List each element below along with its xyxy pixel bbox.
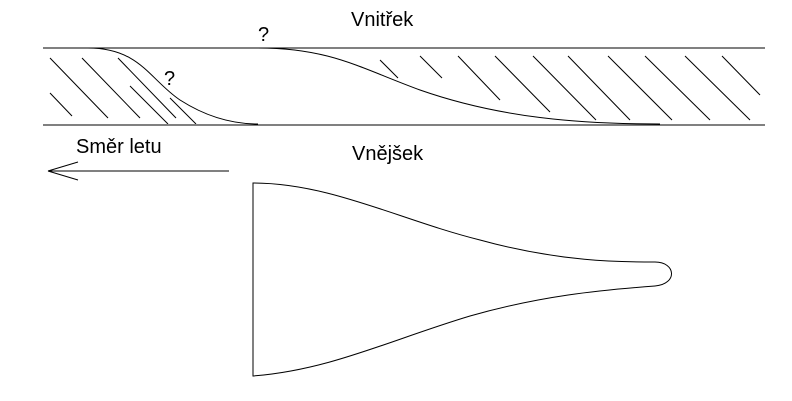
question-mark-top: ? xyxy=(258,24,270,46)
funnel-shape xyxy=(252,182,672,377)
flight-direction-arrow xyxy=(47,161,229,181)
left-hatched-region xyxy=(49,57,197,124)
flight-direction-label: Směr letu xyxy=(76,136,162,158)
right-separation-curve xyxy=(257,47,661,125)
right-hatched-region xyxy=(379,55,761,121)
question-mark-left: ? xyxy=(164,68,176,90)
outside-label: Vnějšek xyxy=(352,143,424,165)
left-separation-curve xyxy=(87,47,259,125)
inside-label: Vnitřek xyxy=(351,9,414,31)
